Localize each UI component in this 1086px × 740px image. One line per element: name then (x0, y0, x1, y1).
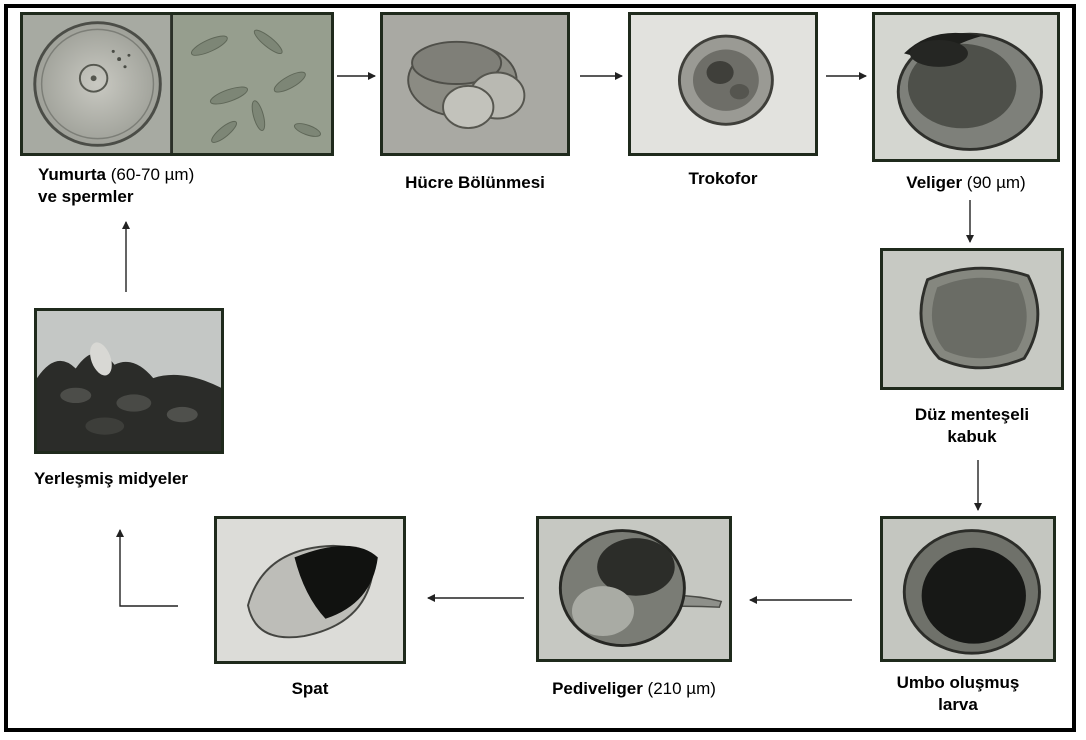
d-hinge-photo (880, 248, 1064, 390)
veliger-label: Veliger (90 µm) (862, 172, 1070, 194)
egg-line2: ve spermler (38, 187, 133, 206)
spat-photo (214, 516, 406, 664)
egg-name: Yumurta (38, 165, 106, 184)
umbo-line2: larva (938, 695, 978, 714)
cleavage-photo (380, 12, 570, 156)
egg-size: (60-70 µm) (106, 165, 194, 184)
umbo-line1: Umbo oluşmuş (897, 673, 1020, 692)
settled-mussels-label: Yerleşmiş midyeler (34, 468, 188, 490)
d-hinge-label: Düz menteşeli kabuk (872, 404, 1072, 448)
cleavage-label: Hücre Bölünmesi (375, 172, 575, 194)
d-hinge-line1: Düz menteşeli (915, 405, 1029, 424)
umbo-larva-photo (880, 516, 1056, 662)
trochophore-label: Trokofor (623, 168, 823, 190)
pediveliger-photo (536, 516, 732, 662)
egg-sperm-photo (20, 12, 334, 156)
spat-label: Spat (210, 678, 410, 700)
pediveliger-label: Pediveliger (210 µm) (524, 678, 744, 700)
umbo-label: Umbo oluşmuş larva (858, 672, 1058, 716)
egg-label: Yumurta (60-70 µm) ve spermler (38, 164, 194, 208)
settled-mussels-photo (34, 308, 224, 454)
d-hinge-line2: kabuk (947, 427, 996, 446)
veliger-photo (872, 12, 1060, 162)
trochophore-photo (628, 12, 818, 156)
